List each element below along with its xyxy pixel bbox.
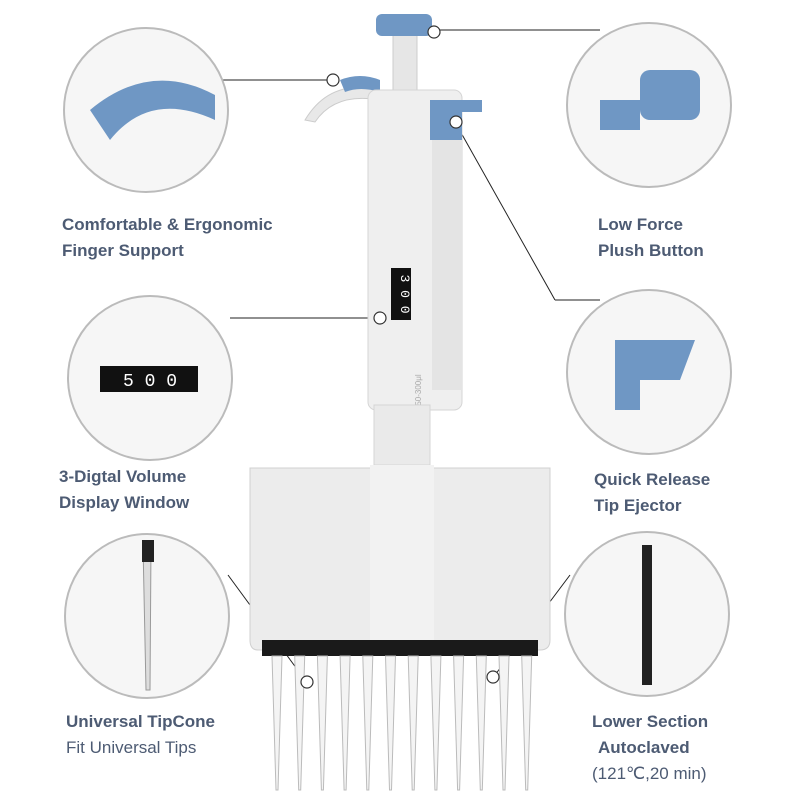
pipette-tip	[362, 655, 374, 791]
feature-subtitle: Fit Universal Tips	[66, 738, 197, 757]
feature-subtitle: (121℃,20 min)	[592, 764, 707, 783]
feature-title: Autoclaved	[598, 738, 690, 757]
feature-title: Low Force	[598, 215, 684, 234]
feature-title: Finger Support	[62, 241, 184, 260]
tips	[271, 655, 533, 791]
pipette-tip	[521, 655, 533, 791]
pipette-tip	[407, 655, 419, 791]
feature-title: 3-Digtal Volume	[59, 467, 187, 486]
feature-title: Plush Button	[598, 241, 704, 260]
pipette-tip	[430, 655, 442, 791]
feature-title: Tip Ejector	[594, 496, 682, 515]
range-label: 50-300μl	[414, 374, 423, 406]
pipette-tip	[339, 655, 351, 791]
pipette-tip	[475, 655, 487, 791]
pipette-tip	[294, 655, 306, 791]
pipette-tip	[271, 655, 283, 791]
plunger-button	[376, 14, 432, 36]
feature-title: Quick Release	[594, 470, 711, 489]
ejector-button	[430, 100, 482, 112]
feature-title: Display Window	[59, 493, 190, 512]
feature-title: Universal TipCone	[66, 712, 215, 731]
volume-display	[391, 268, 411, 320]
feature-title: Lower Section	[592, 712, 709, 731]
pipette-tip	[453, 655, 465, 791]
pipette-tip	[498, 655, 510, 791]
pipette-tip	[316, 655, 328, 791]
feature-title: Comfortable & Ergonomic	[62, 215, 273, 234]
display-digits: 3 0 0	[397, 274, 412, 313]
pipette-tip	[384, 655, 397, 791]
detail-display-digits: 5 0 0	[123, 372, 177, 392]
